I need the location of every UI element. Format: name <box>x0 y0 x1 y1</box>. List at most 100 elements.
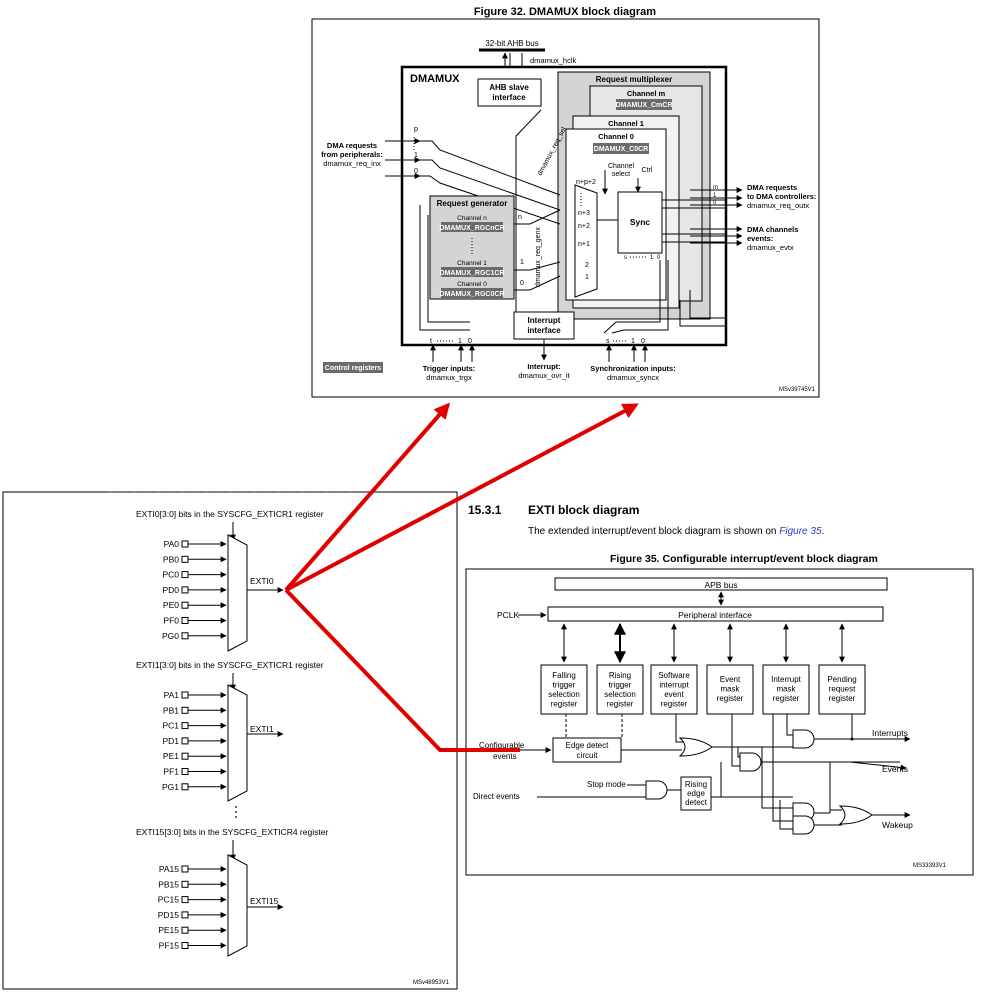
dma-requests-in-line1: DMA requests <box>327 141 377 150</box>
figure-35-link[interactable]: Figure 35 <box>779 526 822 537</box>
interrupt-line2: dmamux_ovr_it <box>518 371 570 380</box>
mux-input-pin <box>181 737 189 745</box>
mux-input-pin <box>181 586 189 594</box>
exti-register-label: selection <box>548 690 580 699</box>
gen-out-lines <box>514 209 561 291</box>
hclk-label: dmamux_hclk <box>530 56 577 65</box>
sync-in-line2: dmamux_syncx <box>607 373 659 382</box>
req-genx-label: dmamux_req_genx <box>535 227 542 287</box>
exti-mux-code: MSv48953V1 <box>413 980 450 986</box>
sync-bottom-0: 0 <box>657 255 661 261</box>
stop-mode-label: Stop mode <box>587 780 626 789</box>
exti-register-label: trigger <box>553 681 576 690</box>
dmamux-figure: Figure 32. DMAMUX block diagram 32-bit A… <box>311 6 820 398</box>
mux-input-label: PD0 <box>162 585 179 595</box>
mux-input-pin <box>181 926 189 934</box>
mux-input-label: PE0 <box>163 600 179 610</box>
channel-m-register-label: DMAMUX_CmCR <box>616 102 673 109</box>
edge-detect-line1: Edge detect <box>566 741 609 750</box>
exti-register-label: register <box>717 694 744 703</box>
mux15-title: EXTI15[3:0] bits in the SYSCFG_EXTICR4 r… <box>136 827 328 837</box>
gen-0-register <box>441 288 503 298</box>
sync-0-label: 0 <box>641 338 645 345</box>
req-in-1-label: 1 <box>414 152 418 159</box>
trigger-reg-links <box>565 714 623 738</box>
red-arrow-to-sync <box>285 403 639 592</box>
mux-input-pin <box>181 880 189 888</box>
exti-register-label: event <box>664 690 684 699</box>
mux-input-label: PD1 <box>162 736 179 746</box>
mux-input-label: PG1 <box>162 782 179 792</box>
exti-intro-end: . <box>821 526 825 537</box>
mux0-block <box>227 534 248 652</box>
mux-input-pin <box>181 691 189 699</box>
ahb-slave-line1: AHB slave <box>489 83 529 92</box>
interrupt-if-line1: Interrupt <box>528 316 561 325</box>
direct-event-lines <box>711 762 830 814</box>
dmamux-figure-title: Figure 32. DMAMUX block diagram <box>474 6 656 18</box>
trig-in-line2: dmamux_trgx <box>426 373 472 382</box>
mux-label-n1: n+1 <box>578 241 590 248</box>
mux-input-label: PC1 <box>162 721 179 731</box>
gen-out-1-label: 1 <box>520 259 524 266</box>
mux-input-label: PD15 <box>158 910 180 920</box>
exti-intro-text: The extended interrupt/event block diagr… <box>528 526 780 537</box>
request-multiplexer-label: Request multiplexer <box>596 75 672 84</box>
trig-0-label: 0 <box>468 338 472 345</box>
channel-m-label: Channel m <box>627 89 666 98</box>
mux-input-label: PC0 <box>162 570 179 580</box>
exti-register-block <box>706 664 754 715</box>
wakeup-label: Wakeup <box>882 820 913 830</box>
exti-register-label: register <box>773 694 800 703</box>
ahb-bus-label: 32-bit AHB bus <box>485 39 538 48</box>
exti-register-label: register <box>607 700 634 709</box>
dma-requests-in-line2: from peripherals: <box>321 150 383 159</box>
channel-m-register <box>616 99 672 110</box>
exti-register-block <box>818 664 866 715</box>
ctrl-label: Ctrl <box>642 167 653 174</box>
interrupts-label: Interrupts <box>872 728 908 738</box>
dma-out-line1: DMA requests <box>747 183 797 192</box>
exti-mux-figure: EXTI0[3:0] bits in the SYSCFG_EXTICR1 re… <box>2 491 458 990</box>
gen-1-register-label: DMAMUX_RGC1CR <box>440 270 505 277</box>
exti-register-block <box>762 664 810 715</box>
mux-input-pin <box>181 706 189 714</box>
sync-s-label: s <box>606 338 610 345</box>
wakeup-inputs <box>761 714 842 830</box>
control-registers-legend <box>323 362 383 373</box>
configurable-events-line1: Configurable <box>479 741 525 750</box>
exti-register-label: selection <box>604 690 636 699</box>
exti-register-block <box>596 664 644 715</box>
mux-ellipsis-dot1 <box>235 806 237 808</box>
exti-register-label: register <box>661 700 688 709</box>
configurable-events-line2: events <box>493 752 517 761</box>
gen-0-register-label: DMAMUX_RGC0CR <box>440 291 505 298</box>
mux-input-pin <box>181 632 189 640</box>
mux-input-pin <box>181 911 189 919</box>
and-gate-events <box>739 752 762 772</box>
evt-out-line1: DMA channels <box>747 225 798 234</box>
peripheral-if-label: Peripheral interface <box>678 610 752 620</box>
exti-register-label: request <box>829 685 856 694</box>
channel-select-line2: select <box>612 171 630 178</box>
mux-input-label: PE1 <box>163 751 179 761</box>
channel-return-lines <box>679 290 726 327</box>
red-line-to-configurable-events <box>284 588 520 752</box>
exti-register-label: Interrupt <box>771 675 802 684</box>
req-in-0-label: 0 <box>414 168 418 175</box>
exti-register-label: Falling <box>552 671 576 680</box>
gen-n-register-label: DMAMUX_RGCnCR <box>439 225 504 232</box>
edge-detect-circuit <box>552 737 622 763</box>
and-gate-wakeup-2 <box>792 815 815 835</box>
dma-requests-in-line3: dmamux_req_inx <box>323 159 381 168</box>
mux0-out-label: EXTI0 <box>250 576 274 586</box>
evt-out-line3: dmamux_evtx <box>747 243 794 252</box>
rising-edge-detect <box>680 776 712 811</box>
and-events-inputs <box>731 714 740 767</box>
mux-ellipsis-dot2 <box>235 811 237 813</box>
exti-intro: The extended interrupt/event block diagr… <box>528 526 824 537</box>
exti-register-label: Event <box>720 675 741 684</box>
and-gate-interrupts <box>792 729 815 749</box>
channel-0-register-label: DMAMUX_C0CR <box>594 146 648 153</box>
